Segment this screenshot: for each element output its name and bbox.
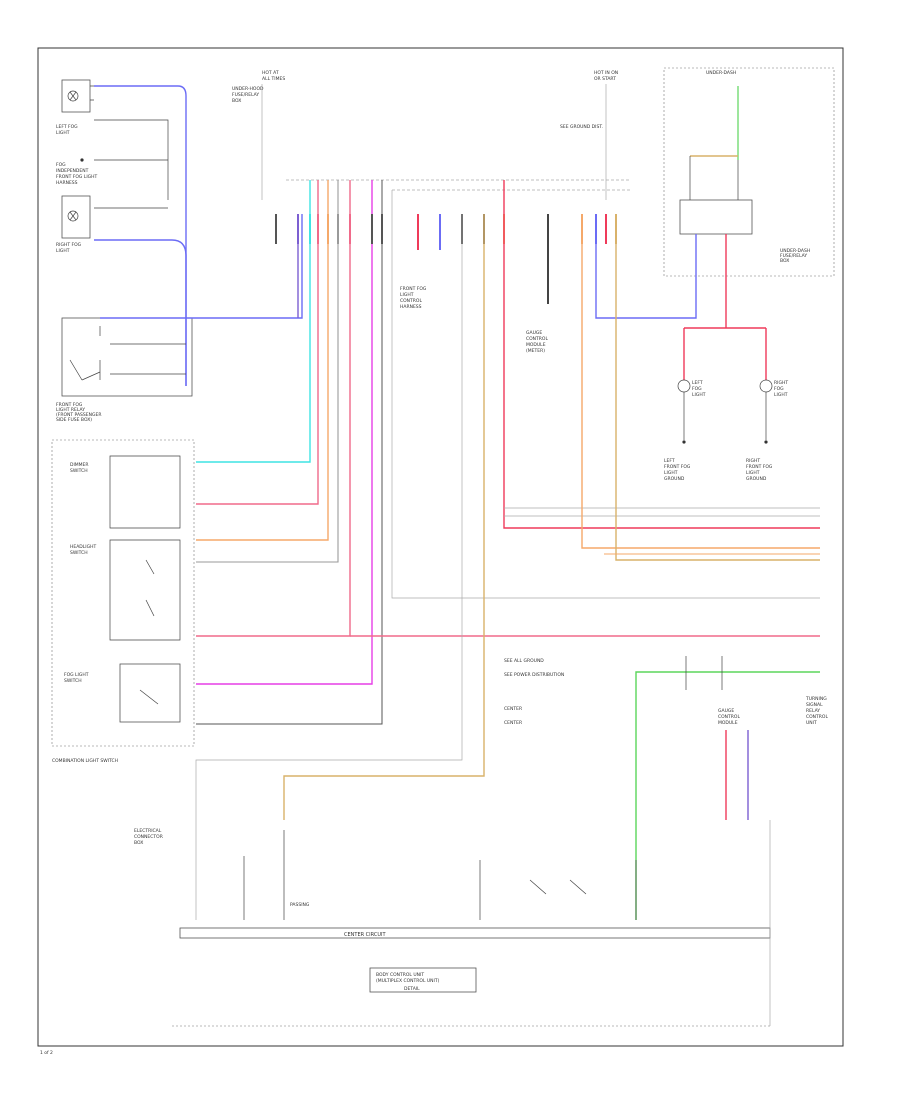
svg-text:LIGHT: LIGHT (692, 392, 706, 398)
wire-blue-relay (100, 214, 303, 319)
svg-text:SEE POWER DISTRIBUTION: SEE POWER DISTRIBUTION (504, 672, 564, 678)
right-fog-lamp (759, 379, 773, 444)
svg-text:ELECTRICAL: ELECTRICAL (134, 828, 162, 834)
svg-text:DETAIL: DETAIL (404, 986, 420, 992)
svg-text:CENTER CIRCUIT: CENTER CIRCUIT (344, 932, 386, 938)
wire-cyan (196, 180, 311, 463)
svg-text:(MULTIPLEX CONTROL UNIT): (MULTIPLEX CONTROL UNIT) (376, 978, 440, 984)
svg-text:(METER): (METER) (526, 348, 545, 354)
left-fog-label-1: LEFT FOG (56, 124, 78, 130)
left-fog-lamp (677, 379, 691, 444)
svg-text:LEFT: LEFT (664, 458, 675, 464)
wire-tan-long (615, 214, 820, 561)
svg-text:ALL TIMES: ALL TIMES (262, 76, 285, 82)
svg-text:DIMMER: DIMMER (70, 462, 89, 468)
wire-blue-left-top (94, 85, 187, 386)
svg-text:FRONT FOG: FRONT FOG (664, 464, 691, 470)
svg-text:SEE ALL GROUND: SEE ALL GROUND (504, 658, 544, 664)
svg-text:BOX: BOX (134, 840, 143, 846)
svg-text:GAUGE: GAUGE (526, 330, 542, 336)
diagram-frame (37, 47, 844, 1047)
svg-text:RIGHT: RIGHT (774, 380, 788, 386)
svg-text:UNDER-HOOD: UNDER-HOOD (232, 86, 264, 92)
svg-text:FOG: FOG (692, 386, 702, 392)
left-fog-label-2: LIGHT (56, 130, 70, 136)
svg-text:FRONT FOG: FRONT FOG (400, 286, 427, 292)
svg-text:LIGHT: LIGHT (774, 392, 788, 398)
svg-text:UNIT: UNIT (806, 720, 817, 726)
svg-text:HARNESS: HARNESS (400, 304, 422, 310)
svg-text:SWITCH: SWITCH (70, 550, 88, 556)
svg-text:GROUND: GROUND (664, 476, 685, 482)
svg-text:UNDER-DASH: UNDER-DASH (706, 70, 736, 76)
svg-text:LIGHT: LIGHT (746, 470, 760, 476)
svg-text:MODULE: MODULE (526, 342, 546, 348)
wire-magenta (196, 180, 373, 685)
svg-text:CONTROL: CONTROL (400, 298, 422, 304)
svg-text:RIGHT: RIGHT (746, 458, 760, 464)
svg-text:CONTROL: CONTROL (526, 336, 548, 342)
under-dash-box (663, 67, 835, 277)
svg-text:FOG: FOG (774, 386, 784, 392)
svg-text:GAUGE: GAUGE (718, 708, 734, 714)
svg-text:PASSING: PASSING (290, 902, 310, 908)
svg-text:COMBINATION LIGHT SWITCH: COMBINATION LIGHT SWITCH (52, 758, 118, 764)
wire-gray-1 (196, 180, 339, 563)
wire-blue-right (595, 214, 697, 319)
wire-orange-long (581, 214, 820, 549)
wire-blue-left-bottom (94, 239, 187, 386)
svg-text:LIGHT: LIGHT (400, 292, 414, 298)
left-fog-light (61, 79, 94, 113)
wire-green (635, 671, 820, 920)
svg-text:CONNECTOR: CONNECTOR (134, 834, 163, 840)
wire-tan-bottom (283, 214, 485, 820)
wire-pink-1 (196, 180, 319, 505)
svg-text:SEE GROUND DIST.: SEE GROUND DIST. (560, 124, 603, 130)
svg-text:CONTROL: CONTROL (718, 714, 740, 720)
svg-text:HOT IN ON: HOT IN ON (594, 70, 618, 76)
fog-relay-right (679, 199, 753, 235)
svg-text:FRONT FOG: FRONT FOG (746, 464, 773, 470)
svg-text:MODULE: MODULE (718, 720, 738, 726)
svg-text:BOX: BOX (232, 98, 241, 104)
wire-red-lamps (683, 327, 767, 380)
page-number: 1 of 2 (40, 1050, 53, 1056)
svg-text:RELAY: RELAY (806, 708, 820, 714)
body-control-unit (369, 967, 477, 993)
wire-red-long (503, 180, 820, 529)
wire-gray-2 (196, 180, 383, 725)
svg-text:SIGNAL: SIGNAL (806, 702, 823, 708)
svg-text:LIGHT: LIGHT (664, 470, 678, 476)
wire-orange-1 (196, 180, 329, 541)
right-fog-light (61, 195, 91, 239)
svg-text:SWITCH: SWITCH (70, 468, 88, 474)
svg-text:CENTER: CENTER (504, 706, 522, 712)
svg-text:OR START: OR START (594, 76, 616, 82)
svg-text:GROUND: GROUND (746, 476, 767, 482)
svg-text:LEFT: LEFT (692, 380, 703, 386)
svg-text:HEADLIGHT: HEADLIGHT (70, 544, 96, 550)
svg-text:FUSE/RELAY: FUSE/RELAY (232, 92, 259, 98)
svg-text:TURNING: TURNING (805, 696, 827, 702)
svg-text:CENTER: CENTER (504, 720, 522, 726)
svg-text:HOT AT: HOT AT (262, 70, 279, 76)
svg-text:FOG LIGHT: FOG LIGHT (64, 672, 89, 678)
svg-text:BODY CONTROL UNIT: BODY CONTROL UNIT (376, 972, 424, 978)
svg-text:SWITCH: SWITCH (64, 678, 82, 684)
svg-text:CONTROL: CONTROL (806, 714, 828, 720)
